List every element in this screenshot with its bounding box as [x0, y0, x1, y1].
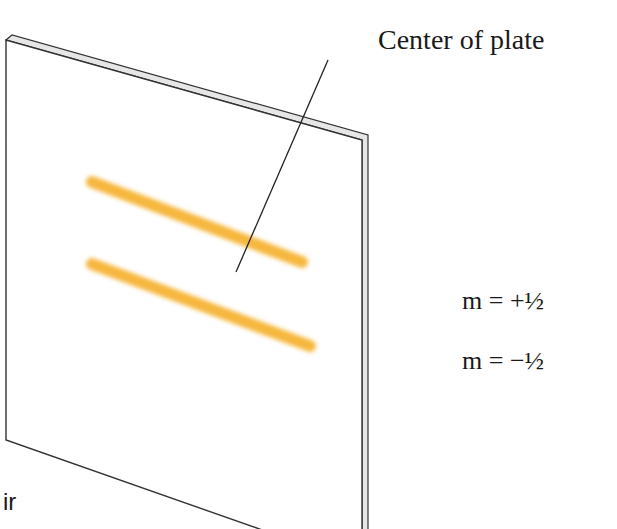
edge-text: ir	[3, 488, 16, 516]
beam-traces	[92, 182, 310, 346]
plate-edge	[6, 35, 368, 529]
spin-label: m = −½	[462, 346, 544, 376]
center-label: Center of plate	[378, 24, 544, 56]
plate-face	[6, 40, 362, 529]
spin-label: m = +½	[462, 286, 544, 316]
lower-trace	[92, 264, 310, 346]
leader-line	[236, 60, 328, 272]
